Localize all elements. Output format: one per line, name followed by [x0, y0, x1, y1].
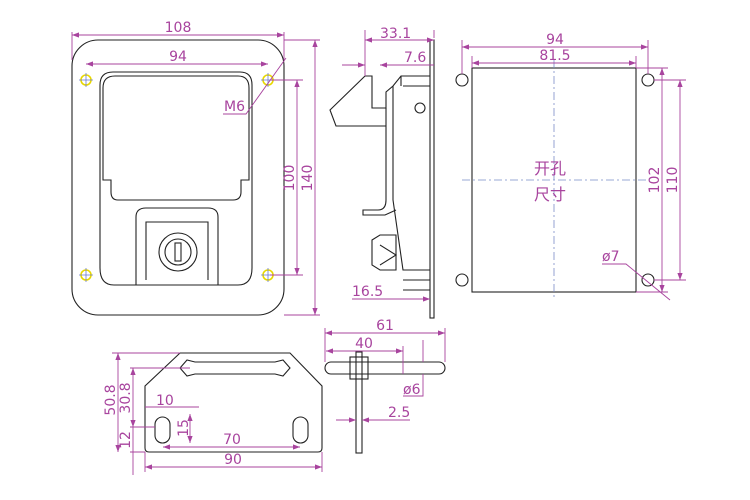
dim-70: 70 — [223, 432, 241, 448]
plate-view: 50.8 30.8 12 10 15 70 90 — [103, 352, 323, 475]
side-lock — [371, 234, 398, 271]
side-pin-icon — [414, 102, 426, 114]
pin-nut — [349, 356, 369, 380]
dim-90: 90 — [224, 452, 242, 468]
plate-slot — [179, 359, 291, 377]
dim-2-5: 2.5 — [388, 405, 410, 421]
dim-110: 110 — [665, 167, 681, 194]
dim-dia-6: ø6 — [403, 382, 421, 398]
side-housing — [392, 75, 430, 271]
dim-ext-v — [636, 67, 686, 293]
dim-40: 40 — [355, 336, 373, 352]
pin-rod — [324, 361, 446, 375]
dim-140: 140 — [300, 165, 316, 192]
dia-dim — [403, 340, 424, 397]
dim-100: 100 — [282, 165, 298, 192]
dim-16-5: 16.5 — [352, 284, 383, 300]
cutout-label-line2: 尺寸 — [534, 185, 566, 204]
side-view: 33.1 7.6 16.5 — [329, 26, 435, 319]
dim-15: 15 — [176, 419, 192, 437]
m6-leader — [223, 57, 287, 115]
dia-leader — [602, 263, 671, 301]
keyhole-icon — [174, 242, 182, 262]
dim-7-6: 7.6 — [404, 50, 426, 66]
side-body-top — [365, 75, 430, 109]
side-bottom — [403, 279, 430, 291]
side-body — [362, 108, 397, 216]
side-handle — [329, 75, 386, 127]
front-inner-panel — [99, 71, 253, 286]
dim-ext-v — [270, 39, 320, 316]
side-flange — [429, 39, 435, 319]
dim-50-8: 50.8 — [103, 384, 119, 415]
dim-102: 102 — [647, 167, 663, 194]
mount-holes — [79, 73, 275, 282]
thread-m6: M6 — [224, 99, 245, 115]
cutout-view: 94 81.5 102 110 ø7 开孔 尺寸 — [455, 32, 686, 301]
dim-33-1: 33.1 — [380, 26, 411, 42]
dim-61: 61 — [376, 318, 394, 334]
front-view: 108 94 100 140 M6 — [71, 20, 320, 316]
dim-ext — [461, 40, 649, 74]
lock-cylinder — [158, 232, 198, 272]
dim-94-cutout: 94 — [546, 32, 564, 48]
lock-bracket-inner — [145, 221, 209, 280]
dim-30-8: 30.8 — [118, 382, 134, 413]
pin-view: 61 40 ø6 2.5 — [324, 318, 446, 454]
dim-10: 10 — [156, 393, 174, 409]
dim-94: 94 — [169, 49, 187, 65]
lock-bracket — [135, 207, 219, 285]
dim-108: 108 — [165, 20, 192, 36]
dim-81-5: 81.5 — [539, 48, 570, 64]
cutout-label-line1: 开孔 — [534, 159, 566, 178]
dim-dia-7: ø7 — [602, 249, 619, 265]
dim-ext — [112, 352, 190, 453]
lock-cylinder-inner — [164, 238, 192, 266]
plate-hole-right — [292, 416, 309, 444]
pin-plate — [355, 351, 363, 454]
plate-outline — [144, 352, 323, 453]
front-outer-outline — [71, 39, 285, 316]
dim-12: 12 — [118, 431, 134, 449]
handle-paddle — [102, 75, 250, 201]
plate-hole-left — [154, 416, 171, 444]
